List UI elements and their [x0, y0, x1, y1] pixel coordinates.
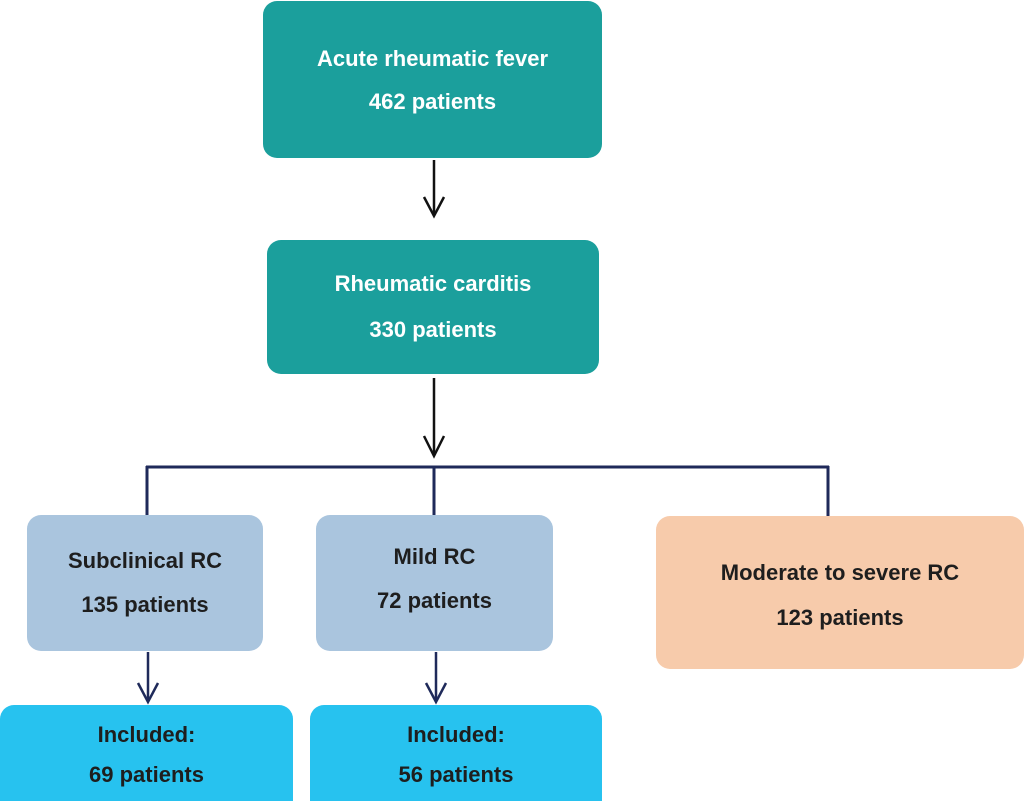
- arrow-arf-to-rc-head: [422, 196, 446, 219]
- moderate-severe-rc-label: Moderate to severe RC: [720, 560, 960, 586]
- rheumatic-carditis-label: Rheumatic carditis: [334, 271, 532, 297]
- subclinical-rc-count: 135 patients: [81, 591, 209, 617]
- acute-rheumatic-fever-label: Acute rheumatic fever: [316, 45, 549, 71]
- mild-rc-count: 72 patients: [377, 587, 492, 613]
- acute-rheumatic-fever-count: 462 patients: [368, 89, 497, 114]
- mild-rc-label: Mild RC: [393, 544, 476, 570]
- arrow-mild-to-included-head: [424, 682, 448, 705]
- acute-rheumatic-fever-box: Acute rheumatic fever 462 patients: [263, 1, 602, 158]
- included-subclinical-box: Included: 69 patients: [0, 705, 293, 801]
- included-mild-box: Included: 56 patients: [310, 705, 602, 801]
- included-mild-label: Included:: [407, 721, 505, 747]
- rheumatic-carditis-box: Rheumatic carditis 330 patients: [267, 240, 599, 374]
- rheumatic-carditis-count: 330 patients: [369, 316, 497, 342]
- included-subclinical-count: 69 patients: [89, 762, 204, 787]
- arrow-rc-to-split-head: [422, 435, 446, 459]
- moderate-severe-rc-count: 123 patients: [776, 604, 904, 630]
- subclinical-rc-box: Subclinical RC 135 patients: [27, 515, 263, 651]
- arrow-subclinical-to-included-head: [136, 682, 160, 705]
- included-subclinical-label: Included:: [97, 721, 196, 747]
- moderate-severe-rc-box: Moderate to severe RC 123 patients: [656, 516, 1024, 669]
- mild-rc-box: Mild RC 72 patients: [316, 515, 553, 651]
- included-mild-count: 56 patients: [398, 762, 514, 787]
- subclinical-rc-label: Subclinical RC: [67, 548, 223, 574]
